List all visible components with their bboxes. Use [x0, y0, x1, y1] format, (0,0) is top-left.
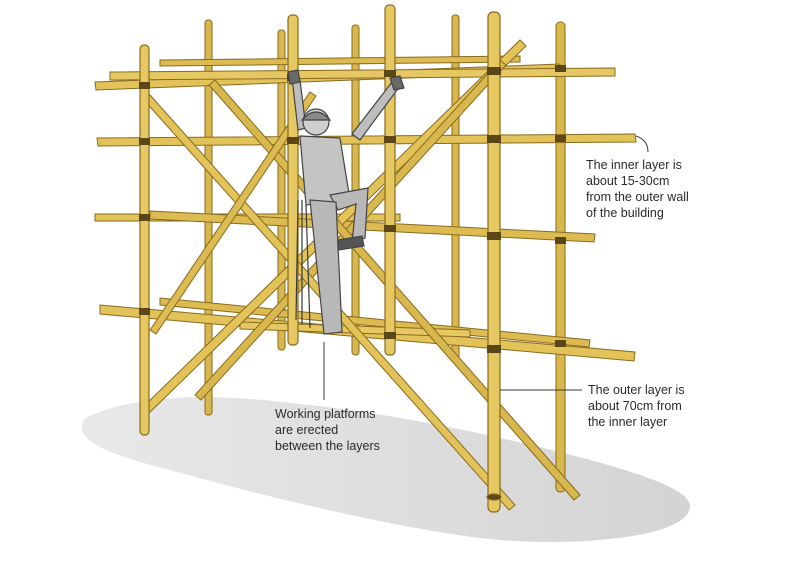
joint [555, 65, 566, 72]
joint [555, 135, 566, 142]
joint [384, 225, 396, 232]
joint [139, 308, 150, 315]
worker-boot [337, 235, 365, 251]
ledger [96, 133, 637, 147]
worker-figure [287, 69, 405, 335]
back-pole [451, 14, 460, 361]
worker-hand [389, 75, 405, 91]
joint [139, 82, 150, 89]
lashing-joints [139, 65, 566, 353]
joint [139, 214, 150, 221]
joint [139, 138, 150, 145]
joint [384, 136, 396, 143]
leader-lines [323, 135, 649, 400]
joint [487, 135, 501, 143]
working-platform-callout: Working platforms are erected between th… [275, 407, 380, 453]
inner-layer-callout: The inner layer is about 15-30cm from th… [586, 158, 689, 220]
joint [487, 232, 501, 240]
joint [287, 137, 299, 144]
brace [194, 59, 507, 401]
front-pole [487, 11, 501, 513]
brace [149, 91, 317, 335]
front-pole [139, 44, 150, 436]
joint [487, 67, 501, 75]
leader-inner-layer [635, 135, 649, 153]
joint [384, 70, 396, 77]
worker-helmet [300, 111, 332, 121]
joint [487, 345, 501, 353]
front-pole [384, 4, 396, 356]
ledger [159, 55, 521, 67]
pole-end [486, 493, 502, 501]
back-pole [555, 21, 566, 493]
worker-leg-standing [309, 199, 343, 335]
joint [555, 340, 566, 347]
ledger [109, 67, 616, 81]
outer-layer-callout: The outer layer is about 70cm from the i… [588, 383, 685, 429]
joint [384, 332, 396, 339]
ground-shadow [81, 397, 691, 543]
ledger [159, 297, 591, 348]
joint [555, 237, 566, 244]
worker-rope [295, 199, 311, 329]
worker-hand [287, 69, 301, 85]
